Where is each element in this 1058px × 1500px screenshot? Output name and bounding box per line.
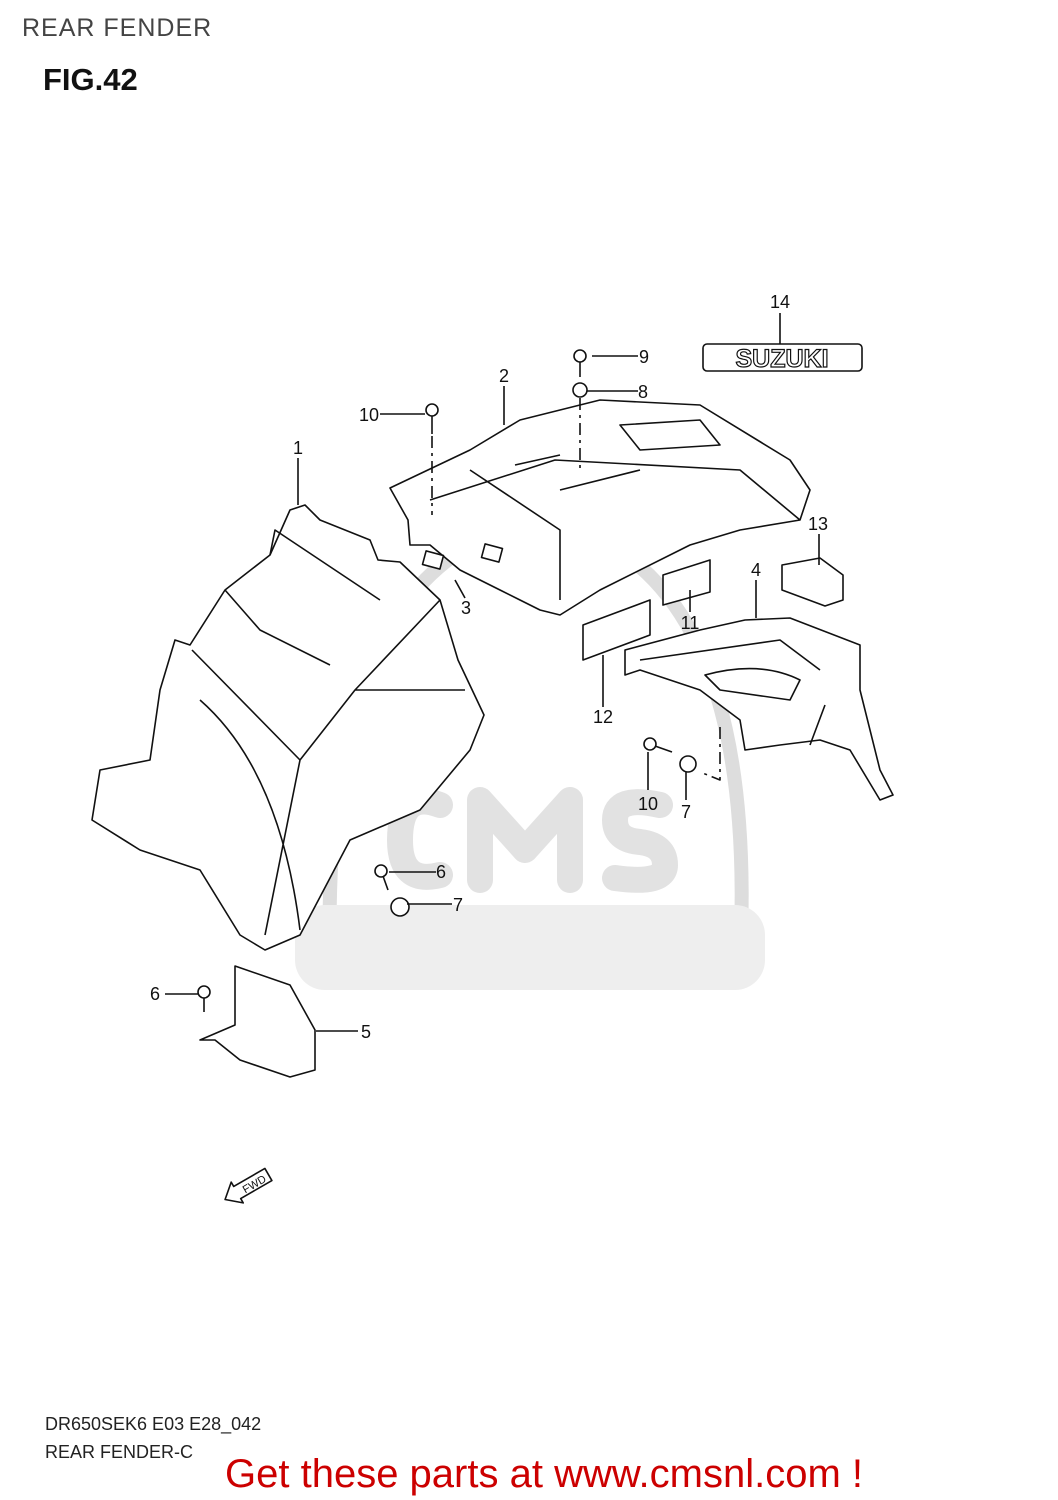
part-2-rear-fender — [389, 399, 811, 616]
part-3-nut — [421, 543, 504, 570]
forward-arrow-icon: FWD — [224, 1167, 273, 1204]
part-12-reflector — [582, 599, 651, 661]
section-title: REAR FENDER — [22, 14, 213, 42]
callout-3: 3 — [461, 598, 471, 618]
watermark-url-band — [295, 905, 765, 990]
callout-leaders — [165, 313, 820, 1032]
callout-8: 8 — [638, 382, 648, 402]
callout-6: 6 — [436, 862, 446, 882]
part-14-suzuki-emblem: SUZUKI — [702, 343, 863, 374]
emblem-text: SUZUKI — [735, 345, 828, 373]
part-4-bracket — [624, 617, 894, 801]
callout-7: 7 — [681, 802, 691, 822]
figure-number: FIG.42 — [43, 62, 138, 97]
part-13-pad — [781, 557, 844, 607]
callout-7: 7 — [453, 895, 463, 915]
callout-1: 1 — [293, 438, 303, 458]
diagram-subtitle: REAR FENDER-C — [45, 1442, 194, 1462]
diagram-code: DR650SEK6 E03 E28_042 — [45, 1414, 262, 1434]
callout-2: 2 — [499, 366, 509, 386]
fasteners — [197, 349, 721, 1012]
callout-14: 14 — [770, 292, 790, 312]
callout-5: 5 — [361, 1022, 371, 1042]
callout-labels: 1 2 3 4 5 6 6 7 7 8 9 10 10 11 12 13 14 — [150, 292, 828, 1042]
callout-11: 11 — [681, 613, 700, 633]
callout-10: 10 — [638, 794, 658, 814]
part-11-pad — [662, 559, 711, 606]
part-1-inner-fender — [91, 504, 485, 951]
callout-4: 4 — [751, 560, 761, 580]
callout-12: 12 — [593, 707, 613, 727]
callout-9: 9 — [639, 347, 649, 367]
callout-6: 6 — [150, 984, 160, 1004]
fwd-label: FWD — [241, 1173, 269, 1196]
callout-13: 13 — [808, 514, 828, 534]
callout-10: 10 — [359, 405, 379, 425]
promo-link[interactable]: Get these parts at www.cmsnl.com ! — [225, 1452, 863, 1496]
part-5-mudflap — [199, 965, 316, 1078]
